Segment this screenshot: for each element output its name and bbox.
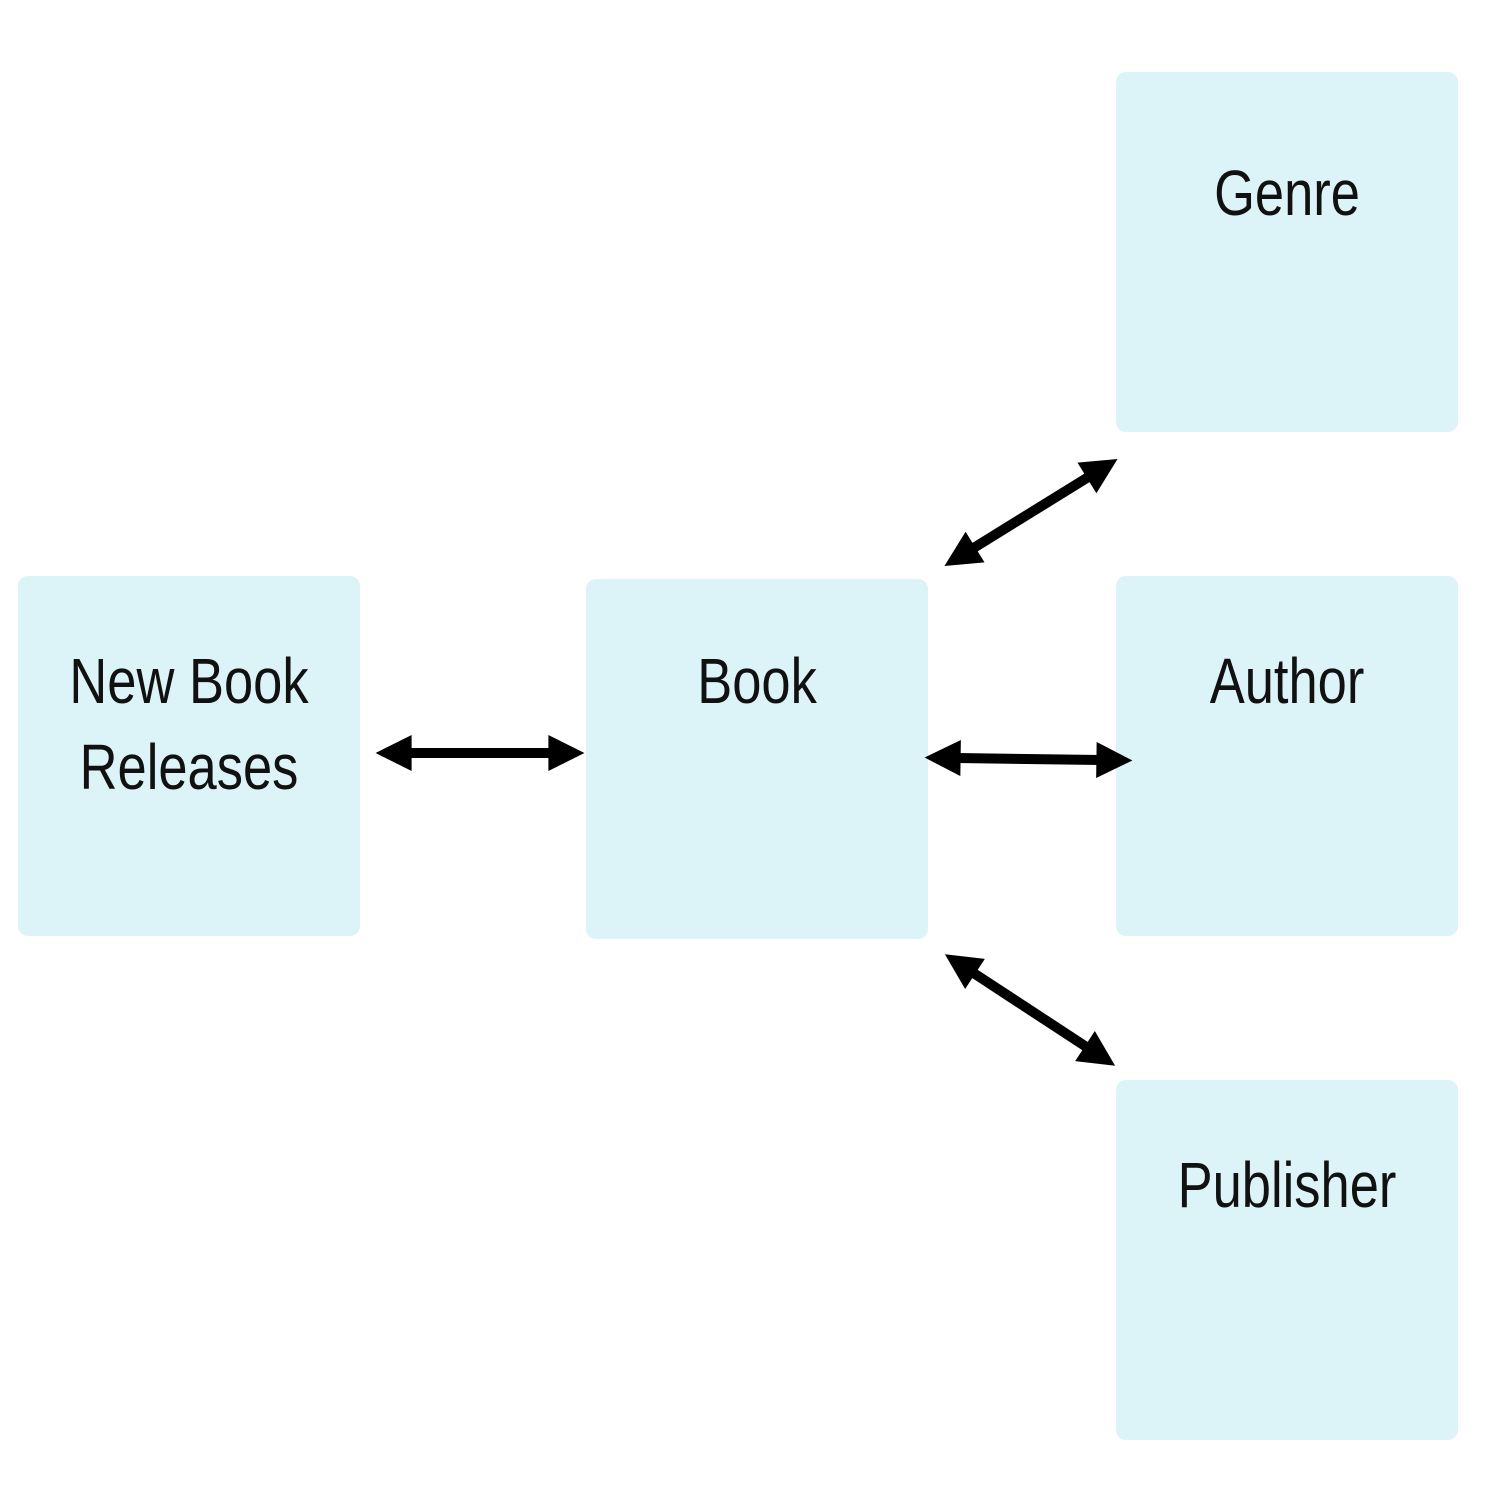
node-label-new-book-releases: New Book Releases bbox=[69, 645, 309, 803]
node-genre: Genre bbox=[1116, 72, 1458, 432]
node-publisher: Publisher bbox=[1116, 1080, 1458, 1440]
node-book: Book bbox=[586, 579, 928, 939]
node-label-book: Book bbox=[697, 645, 817, 717]
node-author: Author bbox=[1116, 576, 1458, 936]
edge-book-genre bbox=[944, 458, 1118, 567]
edge-book-author bbox=[924, 740, 1133, 778]
edge-book-publisher bbox=[944, 954, 1116, 1066]
node-label-publisher: Publisher bbox=[1177, 1149, 1397, 1221]
node-label-author: Author bbox=[1209, 645, 1365, 717]
node-label-genre: Genre bbox=[1214, 157, 1360, 229]
node-new-book-releases: New Book Releases bbox=[18, 576, 360, 936]
